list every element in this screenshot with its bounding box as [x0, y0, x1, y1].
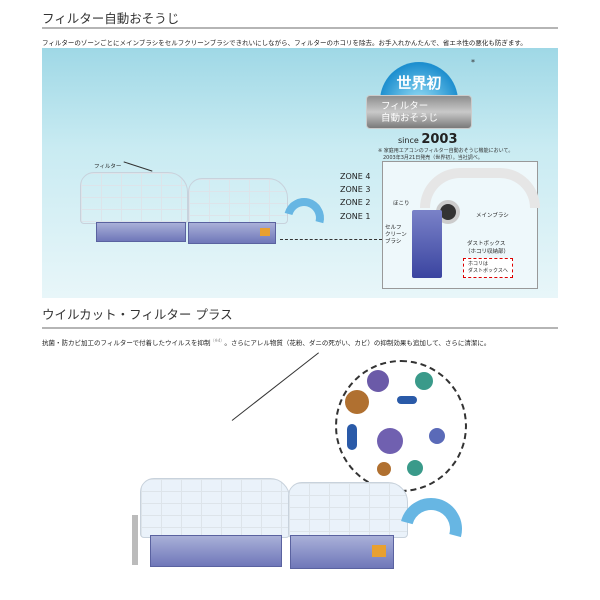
main-brush-label: メインブラシ — [476, 213, 509, 219]
dust-tray-right — [188, 222, 276, 244]
zone-2-label: ZONE 2 — [340, 198, 371, 207]
virus-icon — [407, 460, 423, 476]
dust-tray-left — [150, 535, 282, 567]
dust-box-label: ダストボックス — [467, 241, 506, 247]
badge-line1: フィルター — [381, 101, 429, 112]
virus-magnified-circle — [335, 360, 467, 492]
filter-label: フィルター — [94, 164, 122, 170]
inset-connector — [280, 239, 382, 240]
desc-part: 。さらにアレル物質（花粉、ダニの死がい、カビ）の抑制効果も追加して、さらに清潔に… — [224, 339, 491, 347]
dust-callout: ホコリは ダストボックスへ — [463, 258, 513, 278]
mite-icon — [347, 424, 357, 450]
virus-icon — [345, 390, 369, 414]
section-description: 抗菌・防カビ加工のフィルターで付着したウイルスを抑制（※4）。さらにアレル物質（… — [42, 337, 490, 347]
badge-line2: 自動おそうじ — [381, 113, 439, 124]
self-clean-brush-label: セルフ クリーン ブラシ — [385, 225, 407, 245]
dust-box-icon — [260, 228, 270, 236]
since-year: 2003 — [421, 132, 458, 147]
self-clean-brush-icon — [412, 210, 442, 278]
filter-left — [80, 172, 188, 224]
side-frame — [132, 515, 138, 565]
section-title-auto-clean: フィルター自動おそうじ — [42, 11, 180, 26]
mite-icon — [397, 396, 417, 404]
footnote: ※ 家庭用エアコンのフィルター自動おそうじ機能において。 2003年3月21日発… — [378, 148, 513, 162]
filter-left — [140, 478, 290, 538]
virus-icon — [429, 428, 445, 444]
section-description: フィルターのゾーンごとにメインブラシをセルフクリーンブラシできれいにしながら、フ… — [42, 39, 527, 47]
zone-3-label: ZONE 3 — [340, 185, 371, 194]
since-text: since — [398, 136, 419, 145]
badge-asterisk: * — [471, 58, 475, 67]
virus-icon — [377, 462, 391, 476]
footnote-line: 2003年3月21日発売（世界初）。当社調べ。 — [383, 155, 483, 161]
virus-icon — [415, 372, 433, 390]
virus-icon — [367, 370, 389, 392]
section-divider — [42, 27, 558, 29]
desc-part: 抗菌・防カビ加工のフィルターで付着したウイルスを抑制 — [42, 339, 211, 347]
badge-plate: フィルター 自動おそうじ — [366, 95, 472, 129]
virus-icon — [377, 428, 403, 454]
note-ref: （※4） — [210, 337, 225, 343]
dust-box-icon — [372, 545, 386, 557]
dust-label: ほこり — [393, 201, 410, 207]
zone-1-label: ZONE 1 — [340, 212, 371, 221]
footnote-line: ※ 家庭用エアコンのフィルター自動おそうじ機能において。 — [378, 148, 514, 154]
dust-tray-left — [96, 222, 186, 242]
section-divider — [42, 327, 558, 329]
filter-right — [288, 482, 408, 538]
section-title-virus-cut: ウイルカット・フィルター プラス — [42, 307, 233, 322]
filter-curve — [420, 168, 540, 208]
since-label: since 2003 — [398, 132, 458, 147]
zone-4-label: ZONE 4 — [340, 172, 371, 181]
dust-box-sub-label: （ホコリ収納部） — [465, 249, 510, 255]
magnify-leader-line — [231, 352, 319, 421]
filter-right — [188, 178, 288, 224]
